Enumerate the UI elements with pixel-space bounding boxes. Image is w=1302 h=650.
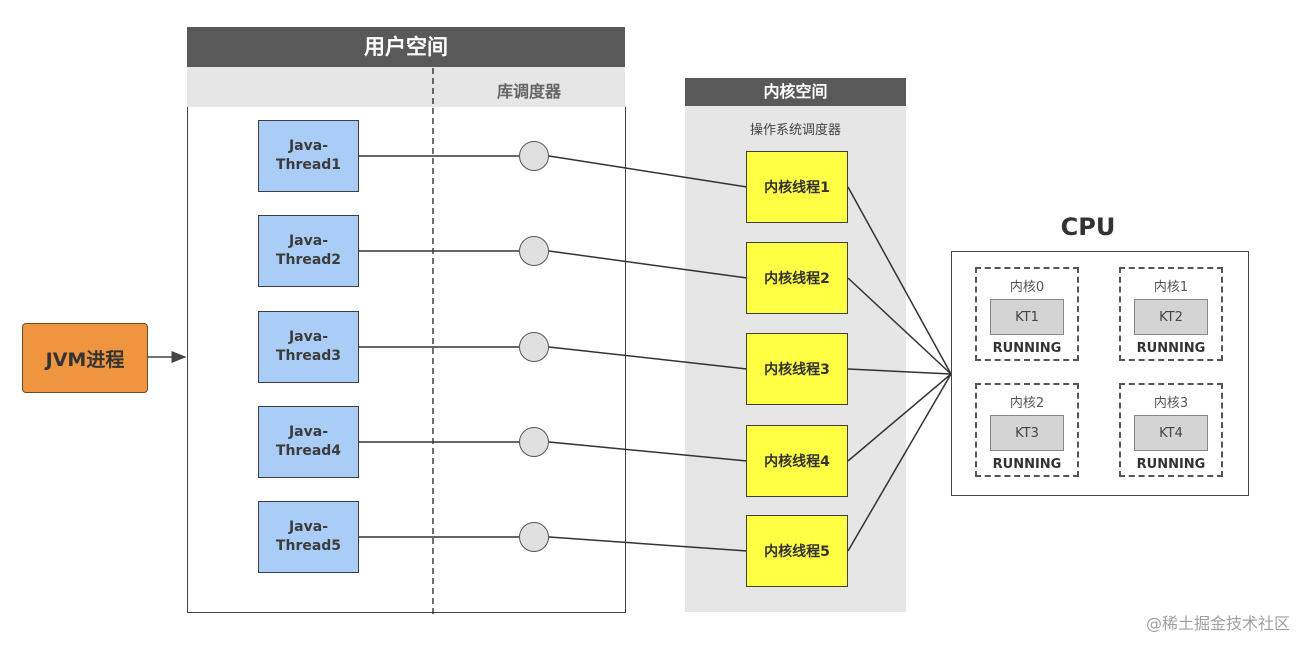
core-3-label: 内核3 (1153, 396, 1189, 411)
java-thread-4: Java- Thread4 (258, 406, 359, 478)
core-1-state: RUNNING (1136, 341, 1206, 356)
core-2-state: RUNNING (992, 457, 1062, 472)
java-thread-5-line2: Thread5 (275, 538, 342, 554)
user-space-header: 用户空间 (187, 27, 625, 67)
kernel-thread-3: 内核线程3 (746, 333, 848, 405)
kernel-to-cpu-line-5 (847, 373, 952, 552)
java-thread-4-line2: Thread4 (275, 443, 342, 459)
cpu-core-3: 内核3 KT4 RUNNING (1119, 383, 1223, 477)
core-2-thread: KT3 (990, 415, 1064, 451)
library-scheduler-node-5 (519, 522, 549, 552)
core-3-state: RUNNING (1136, 457, 1206, 472)
kernel-to-cpu-line-4 (847, 373, 952, 462)
kernel-thread-4: 内核线程4 (746, 425, 848, 497)
kernel-space-header: 内核空间 (685, 78, 906, 106)
user-space-subheader (187, 67, 625, 107)
jvm-process-box: JVM进程 (22, 323, 148, 393)
library-scheduler-node-4 (519, 427, 549, 457)
kernel-to-cpu-line-2 (847, 277, 952, 375)
cpu-core-1: 内核1 KT2 RUNNING (1119, 267, 1223, 361)
cpu-core-0: 内核0 KT1 RUNNING (975, 267, 1079, 361)
watermark: @稀土掘金技术社区 (1145, 614, 1290, 633)
java-thread-1-line1: Java- (288, 138, 329, 154)
library-scheduler-label: 库调度器 (496, 82, 561, 101)
os-scheduler-label: 操作系统调度器 (749, 123, 841, 138)
kernel-thread-2: 内核线程2 (746, 242, 848, 314)
core-0-label: 内核0 (1009, 280, 1045, 295)
java-thread-3-line2: Thread3 (275, 348, 342, 364)
scheduler-to-kernel-line-2 (548, 250, 748, 279)
java-thread-3-line1: Java- (288, 329, 329, 345)
library-scheduler-node-3 (519, 332, 549, 362)
java-thread-3: Java- Thread3 (258, 311, 359, 383)
cpu-core-2: 内核2 KT3 RUNNING (975, 383, 1079, 477)
scheduler-to-kernel-line-5 (548, 536, 748, 552)
java-thread-2: Java- Thread2 (258, 215, 359, 287)
core-3-thread: KT4 (1134, 415, 1208, 451)
core-0-state: RUNNING (992, 341, 1062, 356)
core-0-thread: KT1 (990, 299, 1064, 335)
jvm-process-label: JVM进程 (45, 348, 125, 371)
library-scheduler-node-2 (519, 236, 549, 266)
scheduler-to-kernel-line-1 (548, 155, 748, 188)
kernel-to-cpu-line-3 (847, 368, 952, 375)
java-thread-5: Java- Thread5 (258, 501, 359, 573)
java-thread-5-line1: Java- (288, 519, 329, 535)
kernel-thread-1: 内核线程1 (746, 151, 848, 223)
core-1-thread: KT2 (1134, 299, 1208, 335)
core-2-label: 内核2 (1009, 396, 1045, 411)
library-scheduler-node-1 (519, 141, 549, 171)
core-1-label: 内核1 (1153, 280, 1189, 295)
java-thread-1-line2: Thread1 (275, 157, 342, 173)
java-thread-1: Java- Thread1 (258, 120, 359, 192)
java-thread-4-line1: Java- (288, 424, 329, 440)
kernel-to-cpu-line-1 (847, 186, 952, 375)
scheduler-to-kernel-line-4 (548, 441, 748, 462)
kernel-thread-5: 内核线程5 (746, 515, 848, 587)
java-thread-2-line2: Thread2 (275, 252, 342, 268)
java-thread-2-line1: Java- (288, 233, 329, 249)
scheduler-to-kernel-line-3 (548, 346, 748, 370)
cpu-title: CPU (1060, 213, 1116, 241)
